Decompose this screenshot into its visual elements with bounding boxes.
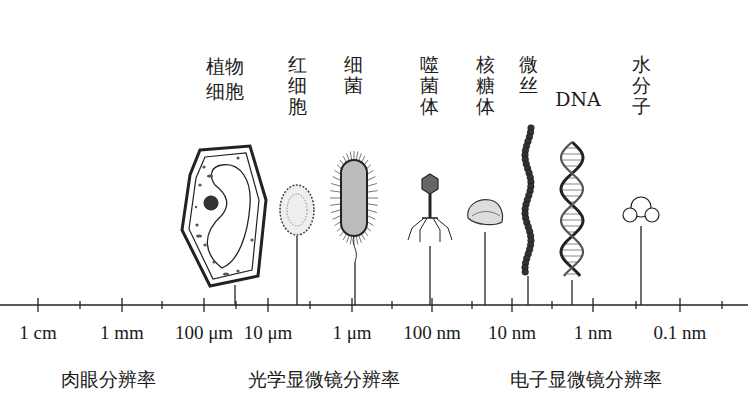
scale-mark: 0.1 nm	[654, 322, 707, 345]
structure-label: 微丝	[519, 54, 538, 96]
plant-cell	[182, 146, 266, 286]
bacteriophage	[408, 174, 452, 242]
scale-mark: 10 μm	[244, 322, 293, 345]
scale-mark: 10 nm	[488, 322, 536, 345]
molecule-label: DNA	[555, 88, 601, 111]
cell-label: 植物细胞	[206, 54, 244, 103]
water-molecule	[623, 197, 659, 222]
scale-mark: 1 mm	[100, 322, 144, 345]
leader-lines	[235, 226, 641, 305]
axis-ticks	[38, 298, 722, 312]
virus-label: 噬菌体	[420, 54, 439, 117]
cell-label: 细菌	[344, 54, 363, 96]
resolution-label: 电子显微镜分辨率	[510, 368, 662, 391]
scale-mark: 1 cm	[19, 322, 56, 345]
scale-mark: 1 μm	[332, 322, 371, 345]
resolution-label: 光学显微镜分辨率	[248, 368, 400, 391]
microfilament	[522, 125, 535, 276]
cell-label: 红细胞	[288, 54, 307, 117]
resolution-label: 肉眼分辨率	[61, 368, 156, 391]
dna-helix	[561, 142, 583, 276]
molecule-label: 水分子	[632, 54, 651, 117]
scale-mark: 100 nm	[403, 322, 461, 345]
red-blood-cell	[280, 185, 314, 235]
organelle-label: 核糖体	[476, 54, 495, 117]
scale-mark: 100 μm	[175, 322, 233, 345]
ribosome	[468, 200, 503, 225]
bacterium	[330, 151, 378, 262]
scale-mark: 1 nm	[574, 322, 613, 345]
